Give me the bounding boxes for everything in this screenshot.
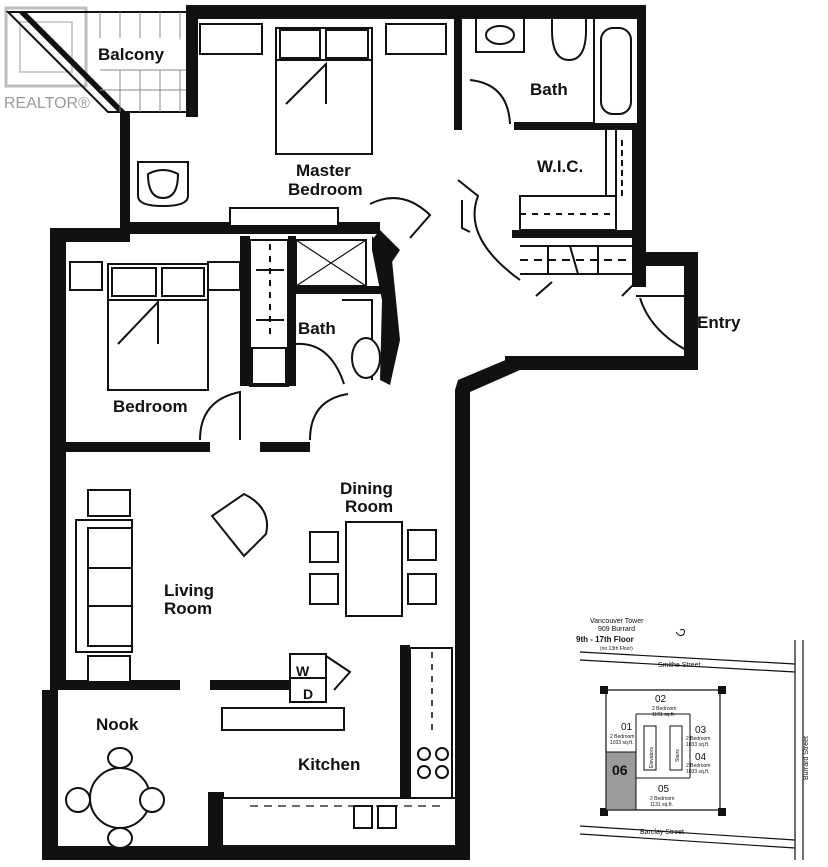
second-bath-label: Bath (298, 319, 336, 338)
svg-text:2 Bedroom: 2 Bedroom (652, 706, 676, 712)
key-street-right: Burrard Street (803, 736, 810, 780)
dryer-label: D (303, 686, 313, 702)
key-elevators: Elevators (649, 747, 655, 768)
watermark-text: REALTOR® (4, 95, 90, 112)
bedroom-closet (249, 239, 289, 387)
dining-label-2: Room (345, 497, 393, 516)
wic-shelving (519, 130, 632, 275)
kitchen-counters (221, 647, 457, 847)
master-chair (137, 161, 189, 208)
living-sofa (75, 489, 133, 683)
kitchen-label: Kitchen (298, 755, 360, 774)
key-street-bottom: Barclay Street (640, 829, 684, 836)
bath-second-fixtures (295, 239, 381, 385)
svg-text:2 Bedroom: 2 Bedroom (650, 796, 674, 802)
key-unit-05: 05 2 Bedroom 1131 sq.ft. (650, 784, 674, 808)
unit-06-highlight (605, 751, 637, 811)
key-unit-03: 03 2 Bedroom 1033 sq.ft. (686, 725, 710, 748)
key-unit-06: 06 (612, 762, 628, 778)
stove-burners (417, 747, 449, 779)
wic-label: W.I.C. (537, 157, 583, 176)
living-label-2: Room (164, 599, 212, 618)
svg-text:1033 sq.ft.: 1033 sq.ft. (686, 769, 709, 775)
svg-text:2 Bedroom: 2 Bedroom (610, 734, 634, 740)
balcony-label: Balcony (98, 45, 165, 64)
svg-text:04: 04 (695, 752, 707, 763)
living-label-1: Living (164, 581, 214, 600)
windows (45, 270, 200, 857)
svg-text:2 Bedroom: 2 Bedroom (686, 763, 710, 769)
svg-text:02: 02 (655, 694, 667, 705)
key-street-top: Smithe Street (658, 662, 700, 669)
svg-text:1191 sq.ft.: 1191 sq.ft. (652, 712, 675, 718)
key-stairs: Stairs (675, 749, 681, 762)
svg-text:1131 sq.ft.: 1131 sq.ft. (650, 802, 673, 808)
master-bedroom-label-2: Bedroom (288, 180, 363, 199)
svg-text:1033 sq.ft.: 1033 sq.ft. (610, 740, 633, 746)
master-bed (199, 23, 447, 155)
bedroom-bed (69, 261, 241, 391)
balcony-area (5, 11, 191, 113)
svg-text:1033 sq.ft.: 1033 sq.ft. (686, 742, 709, 748)
master-dresser (229, 207, 339, 227)
washer-label: W (296, 663, 310, 679)
master-bath-label: Bath (530, 80, 568, 99)
realtor-watermark: REALTOR® (4, 6, 90, 112)
bedroom-doors (199, 390, 349, 441)
key-plan: Vancouver Tower 909 Burrard 9th - 17th F… (576, 618, 810, 860)
room-labels: Balcony Master Bedroom Bath W.I.C. Bedro… (96, 45, 741, 774)
svg-text:05: 05 (658, 784, 670, 795)
svg-text:01: 01 (621, 722, 633, 733)
master-bath-fixtures (469, 17, 639, 125)
key-address: 909 Burrard (598, 626, 635, 633)
master-doors (369, 179, 687, 351)
svg-text:06: 06 (612, 762, 628, 778)
key-building: Vancouver Tower (590, 618, 644, 625)
nook-label: Nook (96, 715, 139, 734)
nook-table (65, 747, 165, 849)
washer-dryer: W D (289, 653, 352, 703)
entry-label: Entry (697, 313, 741, 332)
svg-text:2 Bedroom: 2 Bedroom (686, 736, 710, 742)
dining-label-1: Dining (340, 479, 393, 498)
key-unit-02: 02 2 Bedroom 1191 sq.ft. (652, 694, 676, 718)
svg-text:03: 03 (695, 725, 707, 736)
bedroom-label: Bedroom (113, 397, 188, 416)
living-table (210, 492, 268, 558)
key-floors: 9th - 17th Floor (576, 635, 634, 644)
master-bedroom-label-1: Master (296, 161, 351, 180)
key-unit-01: 01 2 Bedroom 1033 sq.ft. (610, 722, 634, 746)
key-floors-note: (no 13th Floor) (600, 646, 633, 652)
dining-set (309, 521, 437, 617)
key-streets (579, 640, 804, 860)
key-unit-04: 04 2 Bedroom 1033 sq.ft. (686, 752, 710, 775)
key-building-outline (600, 686, 726, 816)
